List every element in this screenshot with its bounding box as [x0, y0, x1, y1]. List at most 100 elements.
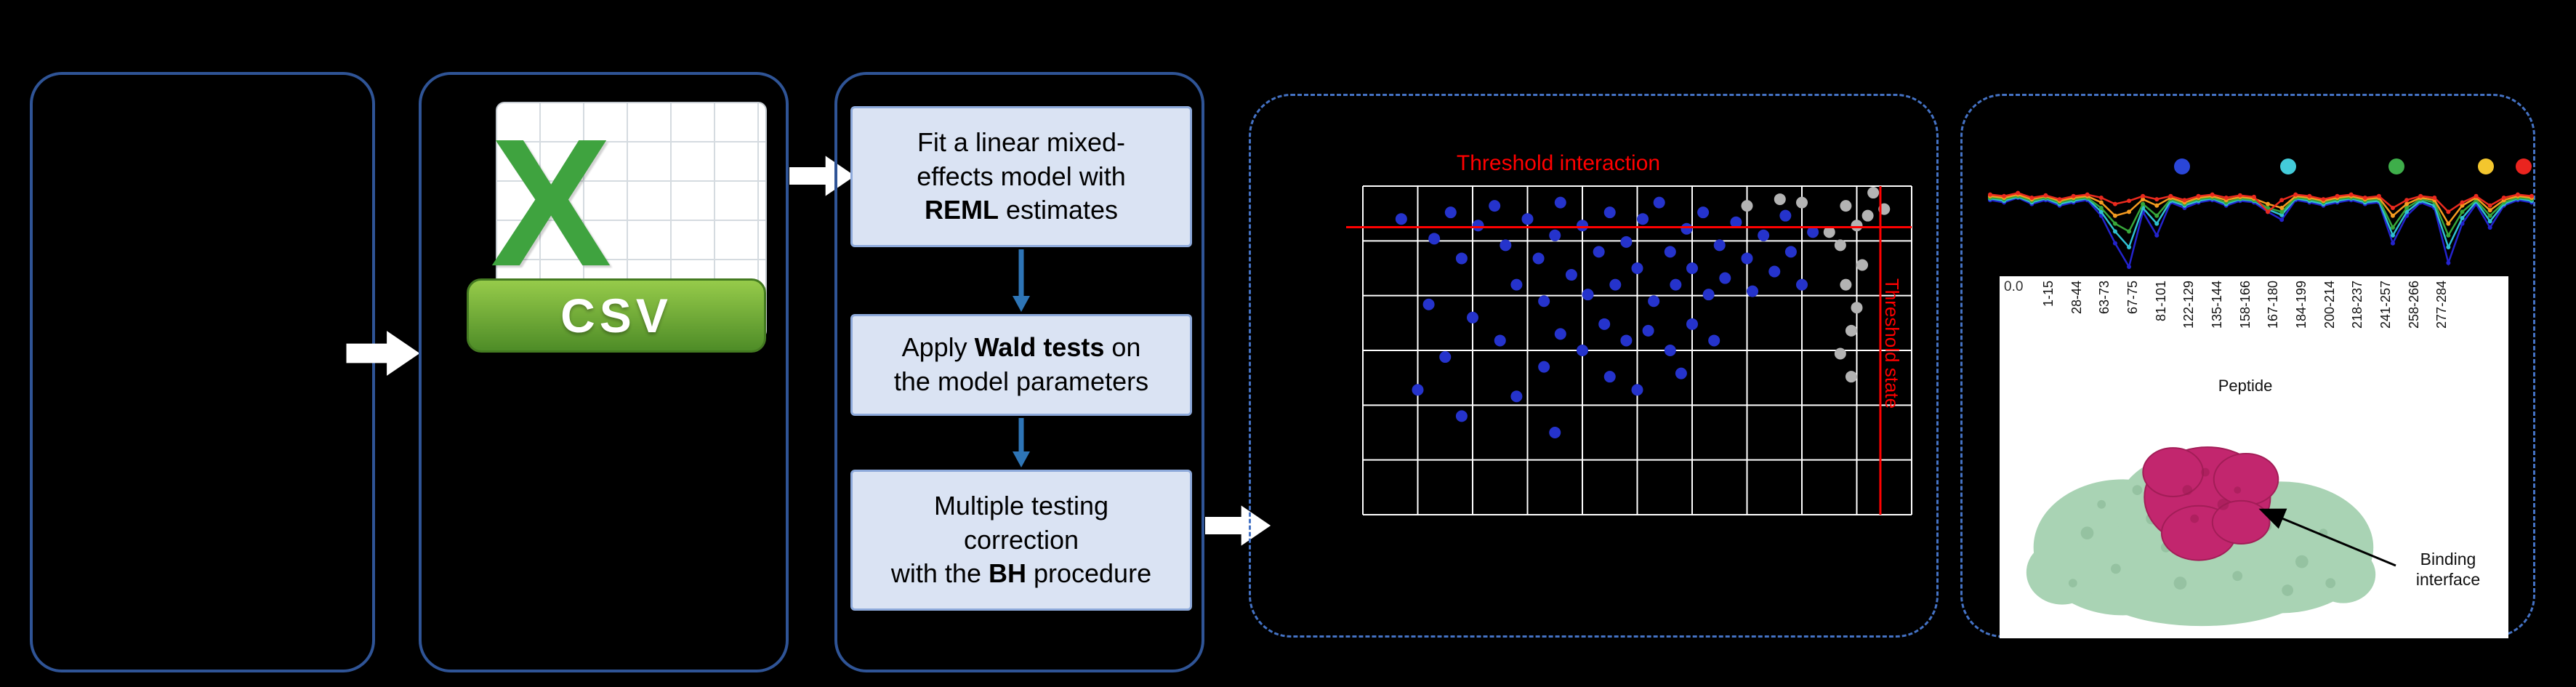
scatter-point-blue: [1730, 216, 1742, 228]
uptake-chart: [1988, 190, 2534, 270]
csv-file-icon: X CSV: [459, 98, 772, 377]
uptake-marker: [2057, 197, 2062, 202]
input-box: [30, 72, 375, 672]
arrow-down-icon: [1013, 418, 1030, 467]
uptake-marker: [2127, 198, 2132, 204]
scatter-point-blue: [1549, 229, 1561, 241]
uptake-marker: [2085, 192, 2090, 197]
scatter-point-blue: [1681, 222, 1693, 235]
scatter-point-blue: [1455, 410, 1468, 422]
arrow-down-icon: [1013, 249, 1030, 312]
scatter-point-blue: [1489, 200, 1501, 212]
uptake-marker: [2293, 192, 2298, 197]
uptake-marker: [2127, 265, 2132, 269]
peptide-tick-label: 167-180: [2266, 281, 2281, 329]
peptide-tick-label: 63-73: [2097, 281, 2112, 315]
binding-interface-label: Binding interface: [2415, 550, 2481, 589]
uptake-marker: [2098, 195, 2104, 200]
uptake-marker: [2418, 193, 2423, 198]
scatter-point-blue: [1779, 209, 1792, 222]
arrow-right-icon: [1205, 505, 1271, 546]
scatter-point-blue: [1747, 285, 1759, 297]
csv-ribbon: CSV: [467, 278, 766, 353]
step-line: Fit a linear mixed-: [917, 126, 1126, 157]
scatter-point-blue: [1412, 384, 1424, 396]
peptide-axis-label: Peptide: [2218, 377, 2273, 395]
scatter-point-blue: [1642, 324, 1654, 337]
peptide-tick-label: 258-266: [2406, 281, 2421, 329]
uptake-marker: [2446, 233, 2451, 238]
uptake-marker: [2237, 193, 2242, 198]
scatter-point-blue: [1784, 246, 1797, 258]
scatter-point-blue: [1538, 295, 1550, 308]
uptake-marker: [2376, 193, 2381, 198]
step-line: Multiple testing: [933, 490, 1109, 521]
scatter-point-blue: [1582, 289, 1594, 301]
threshold-state-text: Threshold state: [1881, 278, 1904, 409]
scatter-point-blue: [1713, 239, 1726, 252]
scatter-point-blue: [1554, 328, 1566, 340]
arrow-right-shape: [346, 331, 420, 376]
uptake-line: [1989, 196, 2532, 270]
uptake-marker: [2154, 233, 2160, 238]
uptake-marker: [2404, 206, 2410, 210]
peptide-tick-label: 1-15: [2040, 281, 2056, 308]
uptake-marker: [2127, 209, 2132, 214]
scatter-point-blue: [1697, 206, 1710, 219]
uptake-marker: [2154, 203, 2160, 208]
uptake-marker: [2487, 213, 2492, 218]
peptide-tick-label: 218-237: [2350, 281, 2365, 329]
scatter-point-gray: [1845, 371, 1857, 383]
scatter-point-blue: [1702, 289, 1715, 301]
step-line: with the: [890, 558, 989, 589]
uptake-marker: [2210, 192, 2215, 197]
scatter-point-blue: [1428, 233, 1441, 245]
volcano-plot: [1346, 185, 1912, 515]
timepoint-dot: [2515, 158, 2532, 174]
uptake-marker: [2043, 193, 2048, 198]
uptake-marker: [2335, 193, 2340, 198]
uptake-marker: [2112, 241, 2117, 246]
step-fit-model: Fit a linear mixed- effects model with R…: [850, 106, 1192, 247]
timepoint-dot: [2279, 158, 2296, 174]
excel-x-logo: X: [490, 100, 612, 304]
scatter-point-blue: [1472, 220, 1484, 232]
csv-box: X CSV: [419, 72, 789, 672]
uptake-marker: [2390, 206, 2395, 210]
scatter-point-blue: [1577, 345, 1588, 356]
uptake-marker: [2446, 209, 2451, 214]
step-text: Apply Wald tests on the model parameters: [894, 331, 1148, 399]
step-line: Apply: [901, 332, 975, 363]
uptake-marker: [2460, 200, 2465, 205]
uptake-marker: [2460, 209, 2465, 214]
scatter-point-blue: [1467, 311, 1478, 324]
scatter-point-blue: [1664, 345, 1676, 356]
uptake-marker: [2321, 197, 2326, 202]
uptake-marker: [2390, 225, 2395, 230]
arrow-right-shape: [1205, 505, 1271, 546]
timepoint-legend: [1990, 157, 2532, 179]
scatter-point-blue: [1439, 351, 1452, 363]
step-line: effects model with: [917, 161, 1126, 191]
scatter-point-blue: [1807, 226, 1819, 238]
step-line: the model parameters: [893, 366, 1149, 396]
scatter-point-blue: [1577, 220, 1588, 232]
arrow-head: [1013, 451, 1030, 467]
uptake-line: [1989, 193, 2532, 225]
scatter-point-gray: [1856, 259, 1869, 271]
step-line: correction: [963, 524, 1079, 555]
scatter-point-blue: [1598, 318, 1611, 330]
uptake-marker: [2432, 195, 2437, 200]
uptake-marker: [2487, 219, 2492, 224]
peptide-tick-label: 28-44: [2069, 281, 2084, 315]
uptake-marker: [2098, 209, 2104, 214]
uptake-marker: [2141, 193, 2146, 198]
uptake-marker: [2098, 200, 2104, 205]
step-line: on: [1104, 332, 1141, 363]
step-bh-correction: Multiple testing correction with the BH …: [850, 470, 1192, 611]
scatter-point-blue: [1395, 213, 1407, 225]
uptake-marker: [2127, 229, 2132, 234]
uptake-marker: [2112, 213, 2117, 218]
uptake-marker: [2279, 217, 2285, 222]
